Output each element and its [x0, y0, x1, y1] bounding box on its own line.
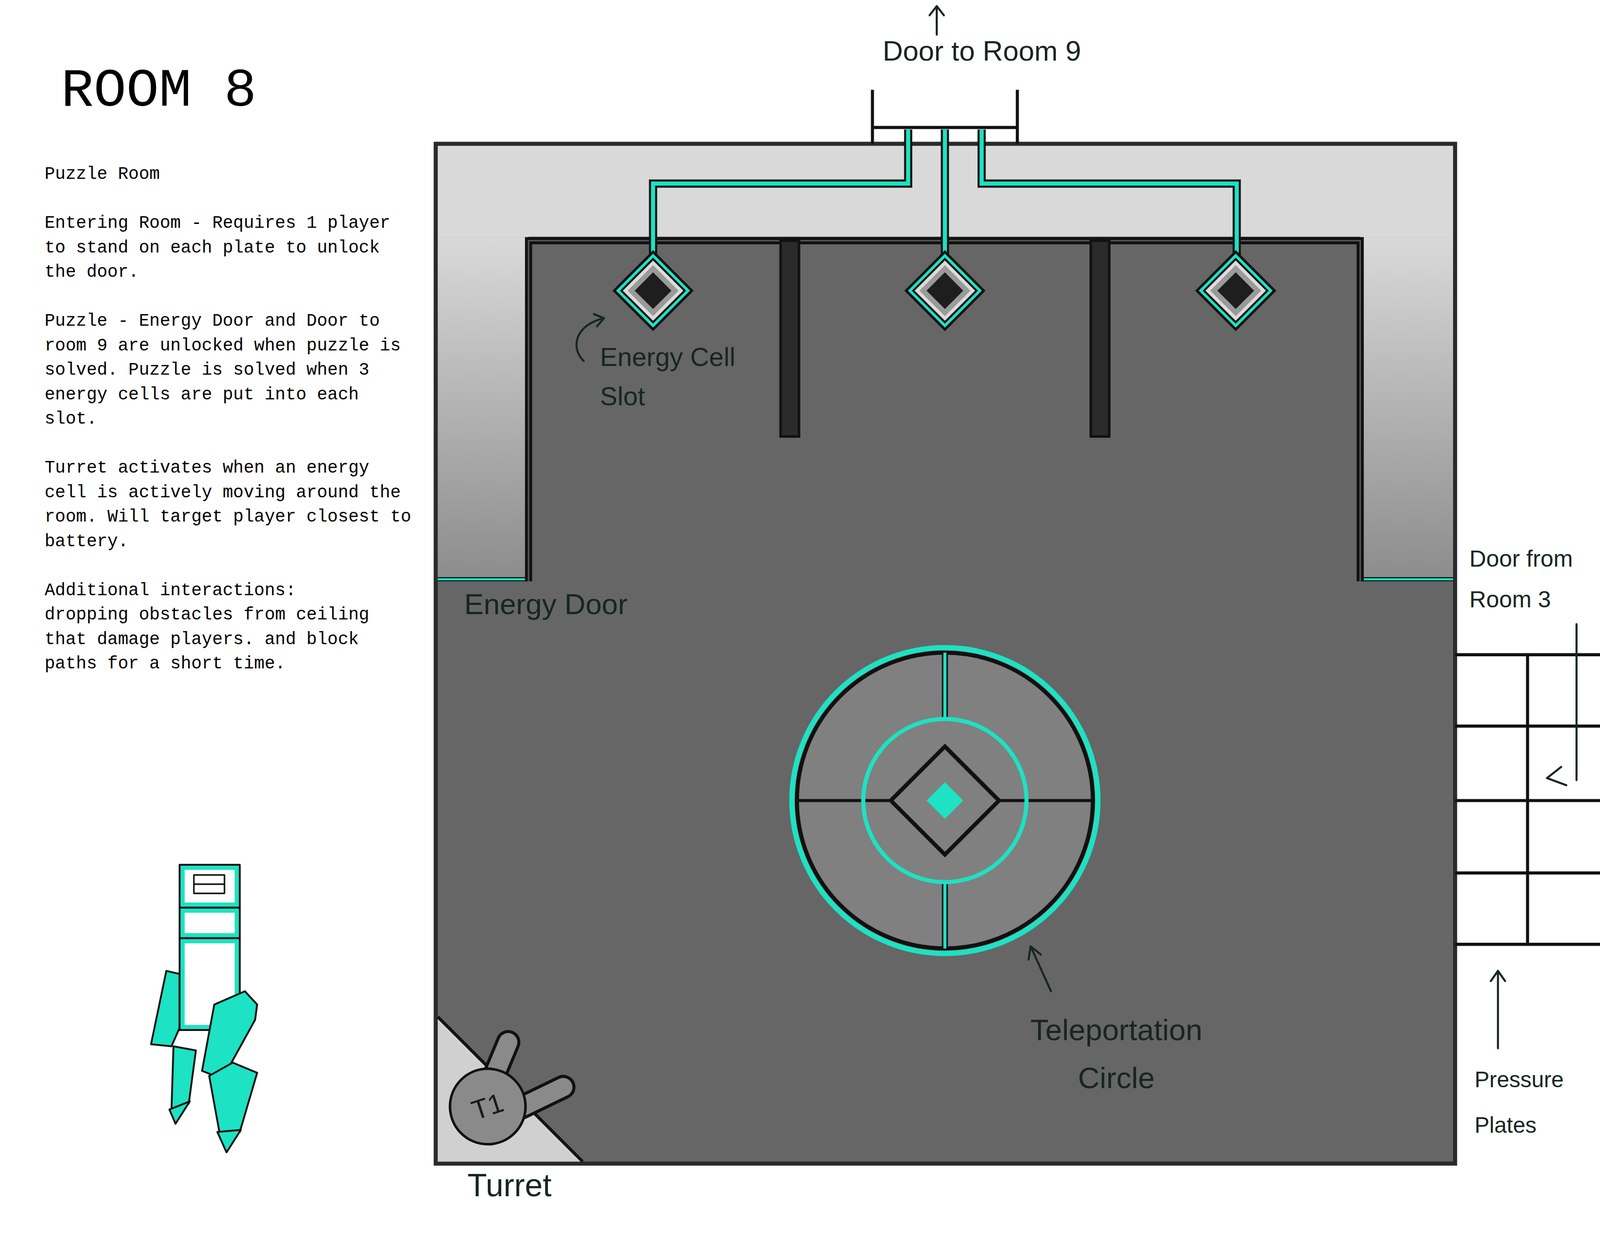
notes-column: Puzzle RoomEntering Room - Requires 1 pl… — [44, 162, 417, 677]
leader-arrow — [576, 6, 1577, 1049]
robot-figure — [150, 864, 257, 1153]
right-wall — [1360, 236, 1454, 581]
door-label: Door from Room 3 — [1469, 538, 1586, 621]
turret-symbol — [449, 1042, 564, 1145]
note-heading: Puzzle Room — [44, 162, 417, 188]
note-text: Entering Room - Requires 1 player to sta… — [44, 211, 417, 286]
callout-label: Energy Door — [464, 587, 628, 622]
turret-corner — [437, 1017, 583, 1163]
left-wall — [437, 236, 529, 581]
energy-cell-slot — [906, 252, 984, 330]
energy-door — [1362, 577, 1454, 582]
energy-door — [1362, 578, 1454, 581]
door-label: Door to Room 9 — [882, 34, 1081, 68]
teleportation-circle — [791, 647, 1098, 954]
pressure-plates — [1455, 655, 1600, 945]
energy-cell-slot — [614, 252, 692, 330]
energy-wires — [653, 129, 1237, 260]
note-text: Additional interactions: — [44, 578, 417, 604]
note-text: dropping obstacles from ceiling that dam… — [44, 603, 417, 677]
energy-cell-slot — [1197, 252, 1275, 330]
note-text: Puzzle - Energy Door and Door to room 9 … — [44, 309, 417, 432]
alcove-wall — [528, 240, 1360, 582]
callout-label: Pressure Plates — [1474, 1056, 1572, 1149]
alcove-wall — [528, 240, 1360, 582]
divider-wall — [1090, 240, 1110, 437]
room-title: ROOM 8 — [61, 64, 257, 119]
turret-corner — [437, 1017, 583, 1163]
callout-label: Turret — [467, 1168, 552, 1204]
note-text: Turret activates when an energy cell is … — [44, 456, 417, 555]
callout-label: Teleportation Circle — [1004, 1006, 1228, 1103]
divider-wall — [780, 240, 800, 437]
energy-door — [437, 578, 528, 581]
energy-door — [437, 577, 528, 582]
callout-label: Energy Cell Slot — [600, 337, 761, 416]
room-floor — [435, 144, 1456, 1165]
